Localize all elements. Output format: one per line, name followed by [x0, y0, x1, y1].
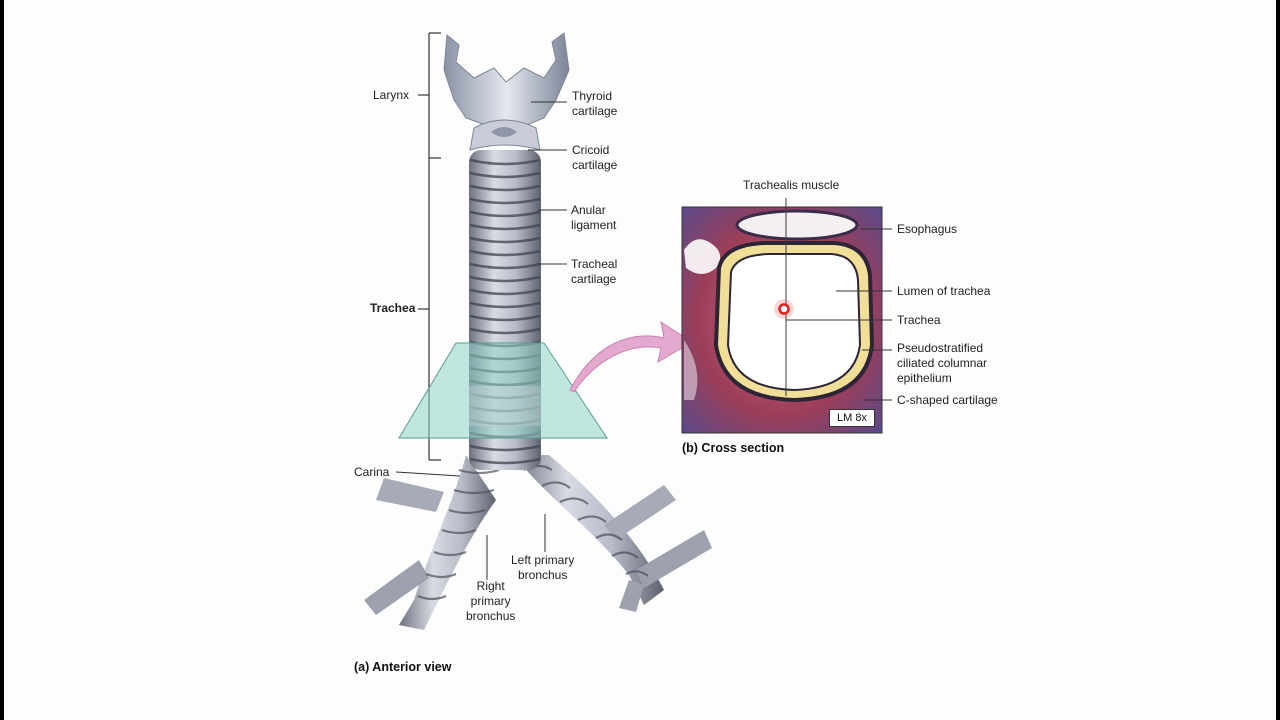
cartilage-ring	[469, 457, 541, 465]
cartilage-ring	[469, 288, 541, 296]
label-carina: Carina	[354, 465, 390, 479]
cartilage-ring	[469, 314, 541, 322]
cartilage-ring	[469, 262, 541, 270]
label-right-primary-bronchus: Right primary bronchus	[466, 579, 516, 623]
cartilage-ring	[469, 249, 541, 257]
cartilage-ring	[469, 171, 541, 179]
larynx-drawing	[443, 32, 570, 151]
caption-cross-section: (b) Cross section	[682, 441, 785, 455]
label-anular-ligament: Anular ligament	[571, 203, 617, 232]
cartilage-ring	[469, 223, 541, 231]
label-leaders	[395, 101, 892, 580]
cartilage-ring	[469, 275, 541, 283]
cross-section-micrograph	[681, 198, 883, 434]
trachea-illustration	[364, 32, 892, 630]
label-trachealis-muscle: Trachealis muscle	[743, 178, 840, 192]
magnification-badge: LM 8x	[829, 409, 875, 427]
cross-section-arrow	[569, 320, 693, 393]
label-c-shaped-cartilage: C-shaped cartilage	[897, 393, 998, 407]
label-epithelium: Pseudostratified ciliated columnar epith…	[897, 341, 988, 385]
label-left-primary-bronchus: Left primary bronchus	[511, 553, 575, 582]
slide: Larynx Trachea Carina Thyroid cartilage …	[4, 0, 1276, 720]
cartilage-ring	[469, 444, 541, 452]
label-esophagus: Esophagus	[897, 222, 958, 236]
bronchi-drawing	[364, 455, 712, 630]
cartilage-ring	[469, 301, 541, 309]
cartilage-ring	[469, 236, 541, 244]
label-lumen-of-trachea: Lumen of trachea	[897, 284, 991, 298]
label-larynx: Larynx	[373, 88, 410, 102]
caption-anterior-view: (a) Anterior view	[354, 660, 452, 674]
label-trachea: Trachea	[370, 301, 416, 315]
section-plane	[398, 342, 608, 439]
label-cricoid-cartilage: Cricoid cartilage	[572, 143, 618, 172]
label-trachea-cross-section: Trachea	[897, 313, 941, 327]
cartilage-ring	[469, 197, 541, 205]
cartilage-ring	[469, 184, 541, 192]
label-tracheal-cartilage: Tracheal cartilage	[571, 257, 618, 286]
cartilage-ring	[469, 327, 541, 335]
cursor-indicator	[774, 299, 794, 319]
cartilage-ring	[469, 210, 541, 218]
cartilage-ring	[469, 158, 541, 166]
label-thyroid-cartilage: Thyroid cartilage	[572, 89, 618, 118]
